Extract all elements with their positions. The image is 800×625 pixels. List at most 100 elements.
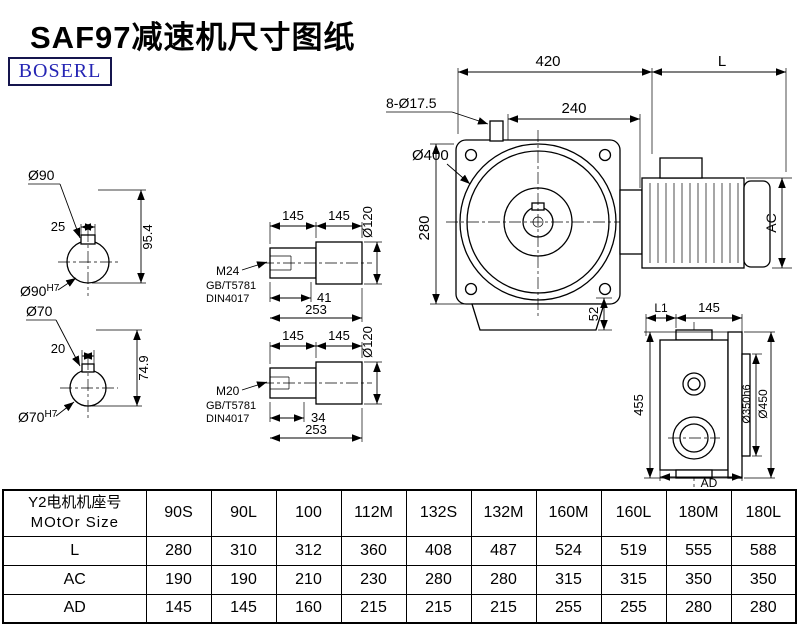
table-header-en: MOtOr Size (30, 514, 119, 532)
hollow-shaft-70-section (60, 358, 118, 420)
housing-side (659, 339, 729, 471)
motor-adapter (619, 189, 643, 255)
standard-gb: GB/T5781 (206, 400, 256, 412)
standard-din: DIN4017 (206, 293, 249, 305)
dim-145-b: 145 (328, 328, 350, 343)
dim-d70: Ø70 (26, 303, 53, 319)
hollow-shaft-70-dims: Ø70 20 74.9 Ø70H7 (18, 303, 151, 425)
dim-d90: Ø90 (28, 167, 55, 183)
motor-view (619, 157, 771, 269)
page-title: SAF97减速机尺寸图纸 (30, 20, 356, 55)
dim-L1: L1 (654, 301, 668, 315)
col-header: 160L (600, 489, 667, 537)
dim-AC: AC (763, 213, 779, 232)
cell: 215 (405, 593, 472, 624)
cell: 519 (600, 535, 667, 566)
cell: 588 (730, 535, 797, 566)
bolt-holes-label: 8-Ø17.5 (386, 95, 437, 111)
dim-flange-dia: Ø400 (412, 147, 449, 164)
table-row-AC: AC 190 190 210 230 280 280 315 315 350 3… (2, 564, 797, 595)
cell: 350 (730, 564, 797, 595)
table-row-AD: AD 145 145 160 215 215 215 255 255 280 2… (2, 593, 797, 624)
cell: 310 (210, 535, 277, 566)
cell: 255 (600, 593, 667, 624)
dim-d90h7: Ø90H7 (20, 283, 60, 299)
hollow-shaft-90-section (58, 230, 120, 296)
thread-label: M24 (216, 264, 240, 278)
dim-95-4: 95.4 (140, 224, 155, 249)
dim-145-b: 145 (328, 208, 350, 223)
table-header-cn: Y2电机机座号 (28, 494, 122, 512)
dim-d120: Ø120 (360, 206, 375, 238)
cell: 360 (340, 535, 407, 566)
motor-body (641, 177, 745, 269)
bore-tolerance: H7 (44, 409, 57, 420)
cell: 190 (145, 564, 212, 595)
cell: 230 (340, 564, 407, 595)
cell: 350 (665, 564, 732, 595)
dim-d120: Ø120 (360, 326, 375, 358)
cell: 280 (405, 564, 472, 595)
shaft-end-view-bottom-dims: 145 145 Ø120 M20 GB/T5781 DIN4017 34 253 (206, 326, 382, 442)
standard-gb: GB/T5781 (206, 280, 256, 292)
dim-34: 34 (311, 410, 325, 425)
shaft-end-view-bottom (262, 361, 372, 405)
dim-145-a: 145 (282, 208, 304, 223)
col-header: 160M (535, 489, 602, 537)
dim-253: 253 (305, 422, 327, 437)
cell: 312 (275, 535, 342, 566)
dim-d70h7: Ø70H7 (18, 409, 58, 425)
dim-41: 41 (317, 290, 331, 305)
cell: 280 (730, 593, 797, 624)
row-label: AD (2, 593, 147, 624)
col-header: 90S (145, 489, 212, 537)
cell: 280 (145, 535, 212, 566)
motor-size-table: Y2电机机座号 MOtOr Size 90S 90L 100 112M 132S… (2, 489, 797, 624)
dim-253: 253 (305, 302, 327, 317)
table-header-motor-size: Y2电机机座号 MOtOr Size (2, 489, 147, 537)
cell: 408 (405, 535, 472, 566)
dim-d350h6: Ø350h6 (741, 384, 753, 423)
dim-145: 145 (698, 300, 720, 315)
bore-dia: Ø70 (18, 409, 45, 425)
row-label: AC (2, 564, 147, 595)
cell: 524 (535, 535, 602, 566)
cell: 280 (470, 564, 537, 595)
cell: 215 (340, 593, 407, 624)
flange-spigot (741, 353, 751, 457)
front-dimensions: 420 L 8-Ø17.5 240 Ø400 280 52 AC (386, 53, 792, 331)
cell: 190 (210, 564, 277, 595)
col-header: 100 (275, 489, 342, 537)
dim-74-9: 74.9 (136, 355, 151, 380)
thread-label: M20 (216, 384, 240, 398)
dim-25: 25 (51, 219, 65, 234)
terminal-box (659, 157, 703, 179)
output-flange (727, 331, 743, 479)
cell: 210 (275, 564, 342, 595)
front-view (446, 120, 642, 331)
hollow-shaft-90-dims: Ø90 25 95.4 Ø90H7 (20, 167, 155, 299)
cell: 487 (470, 535, 537, 566)
cell: 160 (275, 593, 342, 624)
cell: 145 (145, 593, 212, 624)
dim-d450: Ø450 (756, 389, 770, 419)
housing-base (471, 303, 605, 331)
col-header: 90L (210, 489, 277, 537)
dim-AD: AD (701, 476, 718, 490)
cell: 315 (535, 564, 602, 595)
bore-dia: Ø90 (20, 283, 47, 299)
boserl-logo: BOSERL (8, 57, 112, 86)
cell: 555 (665, 535, 732, 566)
col-header: 132M (470, 489, 537, 537)
dim-420: 420 (535, 53, 560, 70)
cell: 215 (470, 593, 537, 624)
cell: 255 (535, 593, 602, 624)
col-header: 180M (665, 489, 732, 537)
dim-145-a: 145 (282, 328, 304, 343)
shaft-end-view-top-dims: 145 145 Ø120 M24 GB/T5781 DIN4017 41 253 (206, 206, 382, 322)
shaft-end-view-top (262, 241, 372, 285)
dim-240: 240 (561, 100, 586, 117)
logo-text: BOSERL (18, 60, 102, 82)
